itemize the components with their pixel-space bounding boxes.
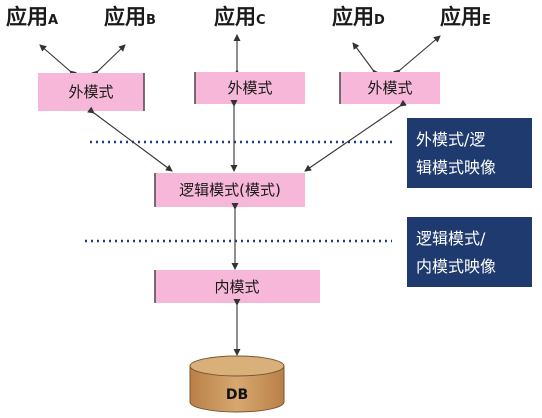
- external-schema-label-1: 外模式: [68, 83, 113, 101]
- arrow-app-d-external: [352, 42, 380, 77]
- logical-internal-mapping-box: 逻辑模式/ 内模式映像: [407, 217, 532, 287]
- external-logical-mapping-box: 外模式/逻 辑模式映像: [407, 118, 532, 188]
- application-e-label: 应用E: [440, 5, 491, 29]
- database-cylinder-icon: DB: [189, 355, 285, 413]
- external-schema-label-3: 外模式: [367, 79, 412, 97]
- logical-schema-box: 逻辑模式(模式): [154, 173, 305, 207]
- application-b-label: 应用B: [104, 5, 156, 29]
- external-schema-box-1: 外模式: [38, 73, 145, 111]
- arrow-app-a-external: [39, 44, 77, 78]
- logical-internal-mapping-line1: 逻辑模式/: [416, 229, 486, 248]
- external-logical-mapping-line1: 外模式/逻: [416, 130, 485, 149]
- logical-internal-mapping-line2: 内模式映像: [416, 257, 496, 276]
- arrow-app-e-external: [393, 35, 441, 77]
- external-logical-mapping-line2: 辑模式映像: [416, 158, 496, 177]
- arrow-app-b-external: [91, 44, 126, 78]
- internal-schema-label: 内模式: [214, 278, 259, 296]
- arrow-external3-logical: [304, 99, 407, 172]
- external-schema-box-3: 外模式: [339, 72, 440, 104]
- arrow-external1-logical: [87, 106, 173, 172]
- logical-schema-label: 逻辑模式(模式): [179, 181, 281, 199]
- application-a-label: 应用A: [6, 5, 58, 29]
- application-d-label: 应用D: [332, 5, 385, 29]
- external-schema-box-2: 外模式: [194, 72, 305, 104]
- application-c-label: 应用C: [214, 5, 266, 29]
- external-schema-label-2: 外模式: [227, 79, 272, 97]
- internal-schema-box: 内模式: [154, 270, 320, 303]
- database-label: DB: [226, 387, 248, 403]
